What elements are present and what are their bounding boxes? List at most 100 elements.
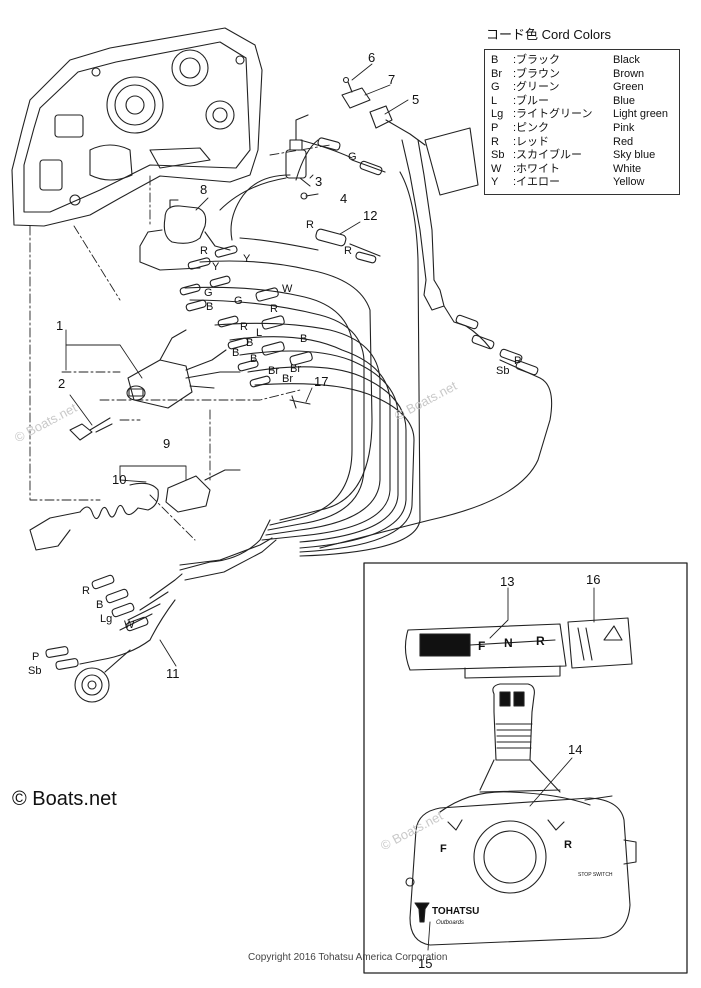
wire-label: Y — [212, 261, 220, 273]
relay-part-8 — [139, 199, 231, 271]
legend-en: Blue — [613, 94, 636, 107]
legend-en: Light green — [613, 108, 669, 121]
cord-color-legend: コード色 Cord Colors B :ブラック Black Br :ブラウン Brow… — [484, 24, 680, 195]
legend-en: Yellow — [613, 176, 645, 189]
trim-switch-parts-5-6-7 — [341, 76, 426, 146]
part-number-3: 3 — [315, 174, 322, 189]
legend-row: B :ブラック Black — [491, 54, 673, 68]
legend-en: White — [613, 162, 642, 175]
legend-code: Br — [491, 67, 502, 80]
legend-code: L — [491, 94, 498, 107]
wire-label: R — [82, 585, 90, 597]
wire-label: Br — [282, 373, 293, 385]
wire-label: P — [32, 651, 39, 663]
legend-en: Brown — [613, 67, 645, 80]
part-number-1: 1 — [56, 318, 63, 333]
legend-jp: :ライトグリーン — [513, 108, 593, 121]
part-number-15: 15 — [418, 956, 432, 971]
connectors — [179, 137, 539, 409]
main-harness-part-11 — [45, 537, 277, 703]
legend-en: Sky blue — [613, 149, 656, 162]
legend-code: Sb — [491, 149, 505, 162]
reverse-mark: R — [536, 634, 545, 648]
wire-label: G — [204, 287, 213, 299]
legend-jp: :ピンク — [513, 121, 550, 134]
control-housing — [11, 27, 263, 227]
wire-label: Br — [268, 365, 279, 377]
legend-row: Y :イエロー Yellow — [491, 176, 673, 190]
part-number-6: 6 — [368, 50, 375, 65]
part-number-13: 13 — [500, 574, 514, 589]
wire-label: Sb — [28, 665, 41, 677]
stop-switch-part-9 — [165, 469, 241, 513]
wire-label: R — [240, 321, 248, 333]
legend-code: Y — [491, 176, 499, 189]
part-number-11: 11 — [166, 666, 180, 681]
part-number-7: 7 — [388, 72, 395, 87]
legend-code: P — [491, 121, 499, 134]
legend-code: Lg — [491, 108, 504, 121]
wire-label: R — [270, 303, 278, 315]
part-number-2: 2 — [58, 376, 65, 391]
legend-title: コード色 Cord Colors — [486, 27, 611, 42]
legend-code: B — [491, 54, 499, 66]
copyright-notice: Copyright 2016 Tohatsu America Corporati… — [248, 952, 448, 963]
wire-label: G — [234, 295, 243, 307]
wire-label: Br — [290, 363, 301, 375]
legend-row: G :グリーン Green — [491, 81, 673, 95]
part-number-9: 9 — [163, 436, 170, 451]
legend-code: R — [491, 135, 499, 148]
wire-label: Lg — [100, 613, 112, 625]
legend-table: B :ブラック Black Br :ブラウン Brown G :グリーン Green L :ブ… — [484, 49, 680, 195]
part-number-16: 16 — [586, 572, 600, 587]
legend-row: Lg :ライトグリーン Light green — [491, 108, 673, 122]
legend-jp: :イエロー — [513, 176, 560, 189]
legend-row: L :ブルー Blue — [491, 95, 673, 109]
brand-name: TOHATSU — [432, 906, 479, 917]
wire-label: W — [282, 283, 293, 295]
legend-jp: :ブルー — [513, 94, 550, 107]
legend-code: G — [491, 81, 500, 94]
boats-net-watermark: © Boats.net — [12, 788, 117, 810]
part-number-17: 17 — [314, 374, 328, 389]
legend-jp: :ブラウン — [513, 67, 561, 80]
lanyard-part-10 — [29, 482, 159, 551]
legend-jp: :グリーン — [513, 81, 560, 94]
reverse-label: R — [564, 839, 572, 851]
switch-part-3 — [285, 114, 319, 200]
wire-label: W — [124, 619, 135, 631]
part-number-5: 5 — [412, 92, 419, 107]
remote-control-box-part-14 — [405, 683, 637, 946]
forward-mark: F — [478, 639, 485, 653]
wire-label: G — [348, 151, 357, 163]
part-number-8: 8 — [200, 182, 207, 197]
legend-jp: :ブラック — [513, 54, 561, 66]
inset-box — [363, 562, 688, 974]
warning-label-part-16 — [567, 617, 633, 669]
legend-en: Green — [613, 81, 644, 94]
wire-bundle — [179, 139, 553, 571]
forward-label: F — [440, 843, 447, 855]
stop-switch-label: STOP SWITCH — [578, 872, 613, 878]
wire-label: R — [306, 219, 314, 231]
brand-subtitle: Outboards — [436, 920, 464, 926]
part-number-12: 12 — [363, 208, 377, 223]
legend-jp: :ホワイト — [513, 162, 561, 175]
key-switch-part-1 — [126, 329, 241, 409]
wire-color-labels: G R Y R G B R L B B Br Br R B Lg W P Sb … — [28, 151, 521, 677]
part-number-10: 10 — [112, 472, 126, 487]
legend-jp: :スカイブルー — [513, 149, 583, 162]
legend-jp: :レッド — [513, 135, 550, 148]
part-numbers: 1 2 3 4 5 6 7 8 9 10 11 12 13 14 15 16 1… — [56, 50, 600, 971]
wire-label: P — [514, 355, 521, 367]
wire-label: R — [344, 245, 352, 257]
wire-label: B — [250, 353, 257, 365]
leader-lines — [65, 63, 595, 951]
wire-label: R — [200, 245, 208, 257]
legend-en: Black — [613, 54, 640, 66]
part-number-14: 14 — [568, 742, 582, 757]
legend-code: W — [491, 162, 502, 175]
part-number-4: 4 — [340, 191, 347, 206]
